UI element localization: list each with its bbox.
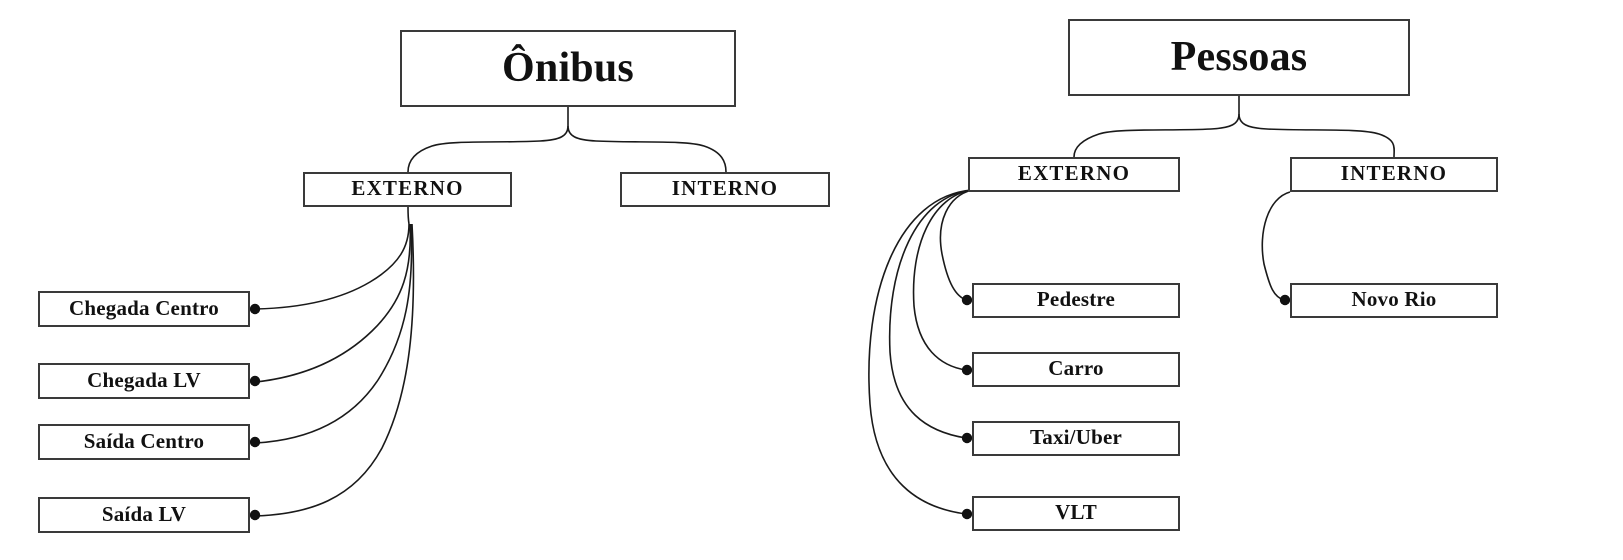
edge-onibus-root-to-externo: [407, 125, 569, 173]
node-onibus-root-label: Ônibus: [502, 44, 634, 91]
edge-dot-pessoas-leaf-1: [961, 294, 973, 306]
node-pessoas-externo-label: EXTERNO: [1017, 161, 1131, 185]
node-onibus-leaf-saida-lv[interactable]: Saída LV: [38, 497, 250, 533]
edge-dot-onibus-leaf-1: [249, 303, 261, 315]
edge-dot-onibus-leaf-2: [249, 375, 261, 387]
edge-dot-pessoas-novo-rio: [1279, 294, 1291, 306]
node-onibus-externo-label: EXTERNO: [351, 176, 464, 200]
edge-pessoas-interno-to-novo-rio: [1261, 191, 1291, 301]
node-onibus-interno[interactable]: INTERNO: [620, 172, 830, 207]
edge-pessoas-root-to-interno: [1238, 113, 1395, 158]
edge-dot-pessoas-leaf-3: [961, 432, 973, 444]
node-pessoas-leaf-taxi-uber-label: Taxi/Uber: [1029, 425, 1123, 449]
node-pessoas-leaf-taxi-uber[interactable]: Taxi/Uber: [972, 421, 1180, 456]
edge-pessoas-externo-to-leaf-1: [939, 189, 973, 301]
edge-pessoas-externo-to-leaf-2: [912, 189, 973, 371]
node-onibus-leaf-saida-lv-label: Saída LV: [101, 501, 187, 526]
node-onibus-leaf-chegada-centro-label: Chegada Centro: [69, 295, 219, 320]
edge-dot-onibus-leaf-3: [249, 436, 261, 448]
node-onibus-leaf-saida-centro-label: Saída Centro: [83, 428, 205, 453]
node-onibus-leaf-chegada-lv[interactable]: Chegada LV: [38, 363, 250, 399]
node-pessoas-interno-label: INTERNO: [1340, 161, 1448, 185]
edge-pessoas-externo-to-leaf-3: [888, 189, 973, 439]
node-pessoas-root-label: Pessoas: [1170, 33, 1308, 80]
node-pessoas-interno[interactable]: INTERNO: [1290, 157, 1498, 192]
edge-onibus-externo-stem: [407, 206, 410, 225]
edge-dot-pessoas-leaf-4: [961, 508, 973, 520]
edge-dot-pessoas-leaf-2: [961, 364, 973, 376]
edge-onibus-root-to-interno: [567, 125, 727, 173]
node-pessoas-leaf-pedestre-label: Pedestre: [1036, 287, 1116, 311]
node-onibus-externo[interactable]: EXTERNO: [303, 172, 512, 207]
node-onibus-root[interactable]: Ônibus: [400, 30, 736, 107]
node-pessoas-externo[interactable]: EXTERNO: [968, 157, 1180, 192]
node-pessoas-leaf-pedestre[interactable]: Pedestre: [972, 283, 1180, 318]
node-pessoas-root[interactable]: Pessoas: [1068, 19, 1410, 96]
node-onibus-interno-label: INTERNO: [671, 176, 779, 200]
edge-pessoas-root-to-externo: [1073, 113, 1240, 158]
node-pessoas-leaf-vlt-label: VLT: [1055, 500, 1097, 524]
node-onibus-leaf-chegada-lv-label: Chegada LV: [87, 367, 201, 392]
node-onibus-leaf-saida-centro[interactable]: Saída Centro: [38, 424, 250, 460]
edge-onibus-externo-to-leaf-2: [255, 223, 412, 383]
node-pessoas-leaf-vlt[interactable]: VLT: [972, 496, 1180, 531]
node-onibus-leaf-chegada-centro[interactable]: Chegada Centro: [38, 291, 250, 327]
edge-dot-onibus-leaf-4: [249, 509, 261, 521]
edge-onibus-externo-to-leaf-1: [255, 223, 410, 310]
node-pessoas-leaf-novo-rio-label: Novo Rio: [1351, 287, 1437, 311]
edge-pessoas-externo-to-leaf-4: [868, 189, 973, 515]
node-pessoas-leaf-carro[interactable]: Carro: [972, 352, 1180, 387]
edge-onibus-externo-to-leaf-4: [255, 223, 415, 517]
edge-onibus-externo-to-leaf-3: [255, 223, 413, 444]
node-pessoas-leaf-carro-label: Carro: [1048, 356, 1104, 380]
node-pessoas-leaf-novo-rio[interactable]: Novo Rio: [1290, 283, 1498, 318]
